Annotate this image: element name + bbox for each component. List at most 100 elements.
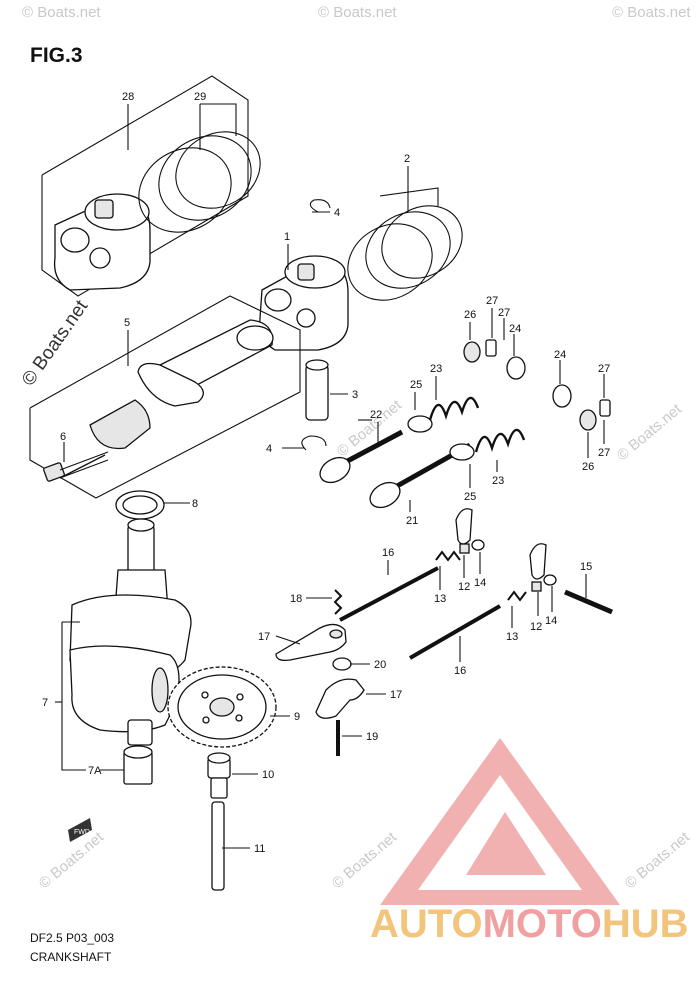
circlip-lower (301, 435, 327, 451)
connecting-rod (43, 319, 274, 482)
callout-13: 13 (434, 593, 446, 605)
valve-cotter-lower (599, 399, 611, 417)
callout-16: 16 (454, 665, 466, 677)
brand-part-hub: HUB (601, 902, 689, 946)
brand-part-auto: AUTO (370, 902, 483, 946)
callout-27: 27 (598, 363, 610, 375)
valve-seat-upper (506, 356, 526, 380)
watermark: © Boats.net (22, 4, 101, 21)
figure-title: FIG.3 (30, 44, 83, 67)
rocker-arm-upper (455, 508, 473, 545)
callout-2: 2 (404, 153, 410, 165)
valve-seat-lower (552, 384, 572, 408)
camshaft-gear (167, 666, 277, 748)
rocker-shaft-upper (339, 566, 439, 622)
callout-7: 7 (42, 697, 48, 709)
gear-spindle (207, 752, 231, 799)
arm-spring (333, 589, 343, 615)
valve-retainer-upper (407, 415, 433, 433)
callout-26: 26 (582, 461, 594, 473)
callout-3: 3 (352, 389, 358, 401)
callout-28: 28 (122, 91, 134, 103)
valve-retainer-lower (449, 443, 475, 461)
callout-9: 9 (294, 711, 300, 723)
governor-arm-lower (315, 678, 365, 719)
callouts: 28 29 2 4 1 5 3 4 6 8 7 7A 9 10 11 22 21… (42, 91, 610, 855)
svg-text:FWD: FWD (74, 829, 90, 836)
watermark: © Boats.net (612, 4, 691, 21)
callout-14: 14 (474, 577, 486, 589)
brand-triangle-icon (380, 738, 620, 905)
callout-25: 25 (410, 379, 422, 391)
valve-cap-upper (463, 341, 481, 363)
callout-12: 12 (530, 621, 542, 633)
callout-20: 20 (374, 659, 386, 671)
callout-23: 23 (492, 475, 504, 487)
valve-upper (319, 429, 404, 484)
valve-spring-lower (474, 428, 526, 453)
crankshaft-seal-ring (115, 490, 165, 520)
piston-pin (305, 359, 329, 421)
gear-shaft (211, 801, 225, 891)
watermark: © Boats.net (318, 4, 397, 21)
piston-rings (347, 205, 463, 301)
figure-name: CRANKSHAFT (30, 950, 112, 964)
governor-arm-upper (275, 623, 347, 662)
valve-cotter-upper (485, 339, 497, 357)
callout-24: 24 (554, 349, 566, 361)
callout-26: 26 (464, 309, 476, 321)
callout-7a: 7A (88, 765, 102, 777)
forward-arrow-icon: FWD (68, 818, 92, 842)
callout-23: 23 (430, 363, 442, 375)
callout-21: 21 (406, 515, 418, 527)
callout-8: 8 (192, 498, 198, 510)
callout-17: 17 (390, 689, 402, 701)
callout-12: 12 (458, 581, 470, 593)
callout-10: 10 (262, 769, 274, 781)
crankshaft-bushing (123, 745, 153, 785)
callout-4: 4 (334, 207, 340, 219)
adjuster-nut-upper (459, 539, 485, 554)
callout-6: 6 (60, 431, 66, 443)
callout-1: 1 (284, 231, 290, 243)
callout-22: 22 (370, 409, 382, 421)
callout-15: 15 (580, 561, 592, 573)
callout-16: 16 (382, 547, 394, 559)
callout-5: 5 (124, 317, 130, 329)
circlip-upper (309, 199, 331, 213)
callout-19: 19 (366, 731, 378, 743)
brand-part-moto: MOTO (482, 902, 602, 946)
washer (332, 657, 352, 671)
crankshaft (69, 518, 192, 746)
piston-group-box (41, 75, 249, 297)
leader-lines (55, 103, 605, 849)
rocker-shaft-lower (408, 604, 502, 660)
callout-4: 4 (266, 443, 272, 455)
callout-17: 17 (258, 631, 270, 643)
valve-cap-lower (579, 409, 597, 431)
callout-18: 18 (290, 593, 302, 605)
figure-code: DF2.5 P03_003 (30, 931, 115, 945)
rocker-spring-lower (507, 590, 527, 602)
callout-29: 29 (194, 91, 206, 103)
connecting-rod-group-box (29, 295, 301, 499)
piston-upper (53, 193, 151, 291)
rocker-spring-upper (435, 550, 461, 562)
callout-11: 11 (254, 843, 265, 855)
callout-13: 13 (506, 631, 518, 643)
rocker-arm-lower (529, 543, 547, 580)
callout-24: 24 (509, 323, 521, 335)
valve-spring-upper (428, 396, 480, 421)
callout-27: 27 (486, 295, 498, 307)
piston-rings-upper (138, 131, 261, 233)
callout-14: 14 (545, 615, 557, 627)
brand-logo: AUTOMOTOHUB (370, 902, 689, 947)
callout-25: 25 (464, 491, 476, 503)
adjuster-nut-lower (531, 574, 557, 592)
pin (564, 589, 613, 615)
piston (259, 255, 349, 351)
callout-27: 27 (598, 447, 610, 459)
callout-27: 27 (498, 307, 510, 319)
